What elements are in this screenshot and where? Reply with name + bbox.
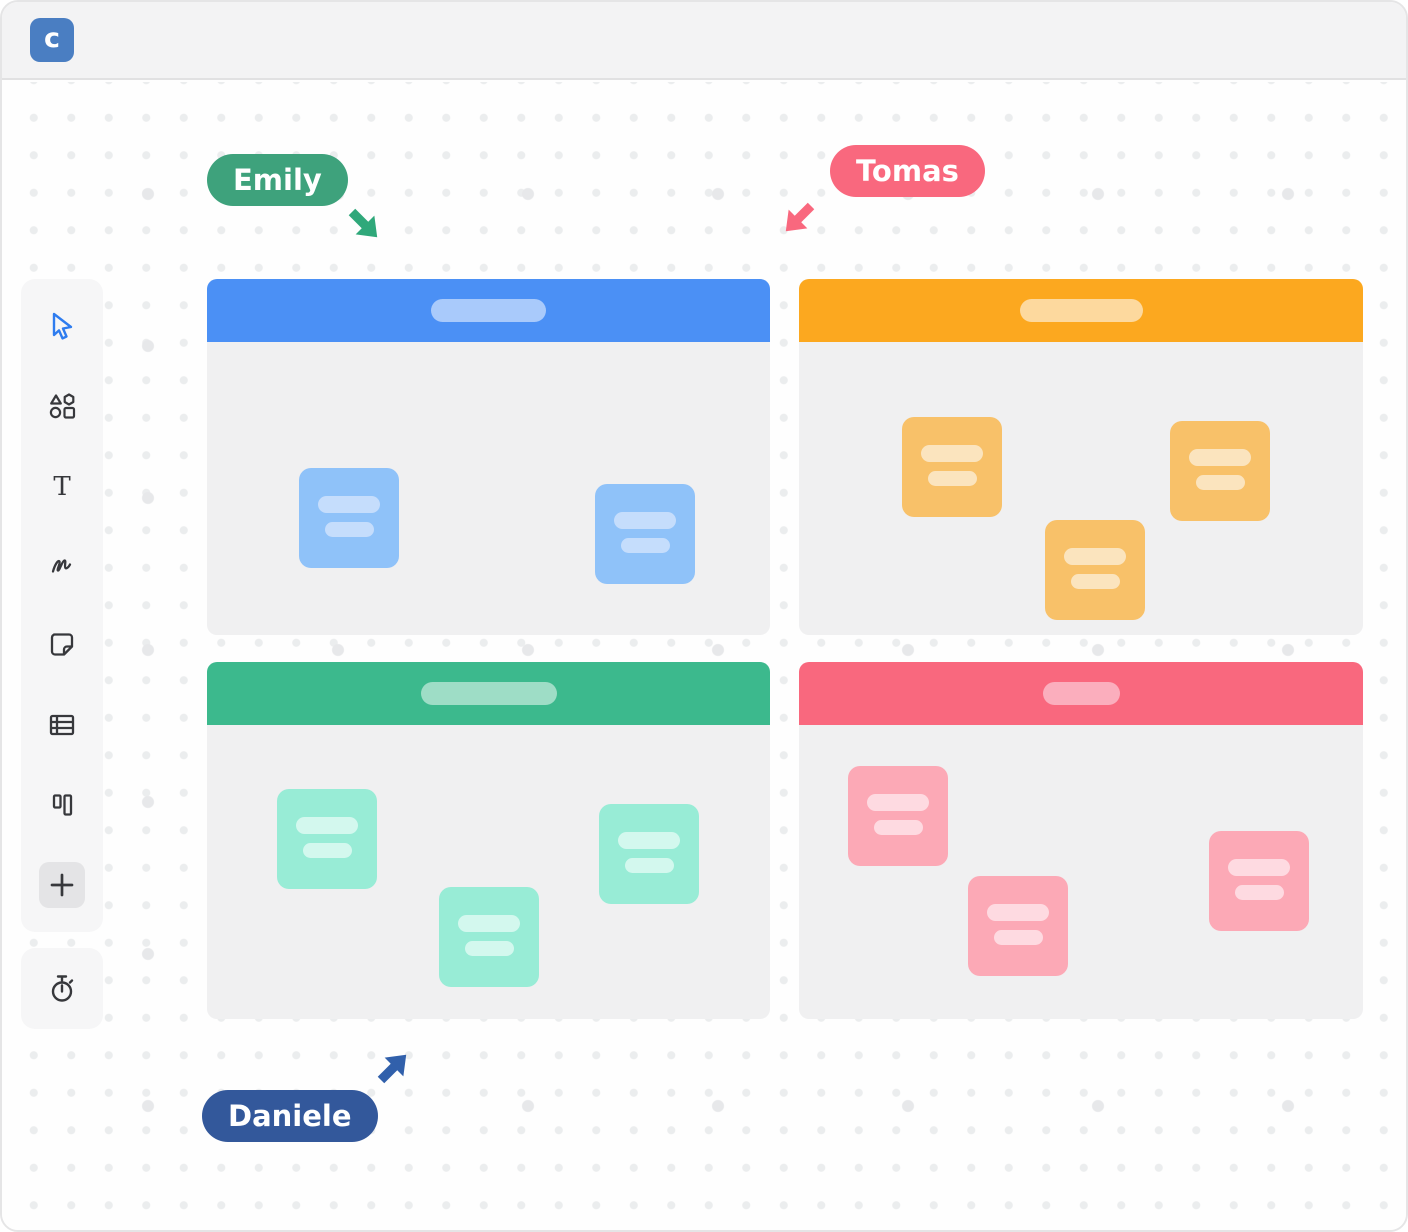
frame-header[interactable] (799, 279, 1363, 342)
frame-orange (799, 279, 1363, 635)
tool-text[interactable]: T (39, 463, 85, 509)
table-icon (46, 709, 78, 741)
text-icon: T (46, 470, 78, 502)
tool-select[interactable] (39, 303, 85, 349)
tool-pen[interactable] (39, 543, 85, 589)
shapes-icon (46, 390, 78, 422)
frame-header[interactable] (207, 279, 770, 342)
sticky-note[interactable] (595, 484, 695, 584)
tool-table[interactable] (39, 702, 85, 748)
frame-body (799, 342, 1363, 635)
frame-blue (207, 279, 770, 635)
tool-kanban[interactable] (39, 782, 85, 828)
frame-body (207, 725, 770, 1019)
frame-green (207, 662, 770, 1019)
collaborator-cursor-arrow (785, 202, 815, 232)
tool-sticky-note[interactable] (39, 622, 85, 668)
stopwatch-icon (45, 972, 79, 1006)
app-logo[interactable]: c (30, 18, 74, 62)
frame-title-placeholder (1042, 682, 1120, 705)
collaborator-cursor-arrow (377, 1054, 407, 1084)
top-bar: c (2, 2, 1406, 80)
timer-panel (21, 948, 103, 1029)
pen-icon (46, 550, 78, 582)
collaborator-label: Tomas (830, 145, 985, 197)
frame-pink (799, 662, 1363, 1019)
frame-body (799, 725, 1363, 1019)
sticky-note[interactable] (299, 468, 399, 568)
frame-header[interactable] (207, 662, 770, 725)
sticky-note[interactable] (848, 766, 948, 866)
frame-header[interactable] (799, 662, 1363, 725)
sticky-note[interactable] (439, 887, 539, 987)
frame-body (207, 342, 770, 635)
sticky-note[interactable] (1045, 520, 1145, 620)
plus-icon (46, 869, 78, 901)
sticky-note-icon (46, 629, 78, 661)
collaborator-label: Daniele (202, 1090, 378, 1142)
tool-shapes[interactable] (39, 383, 85, 429)
sticky-note[interactable] (968, 876, 1068, 976)
board-canvas[interactable]: T (2, 82, 1406, 1230)
frame-title-placeholder (1019, 299, 1143, 322)
frame-title-placeholder (431, 299, 546, 322)
sticky-note[interactable] (1209, 831, 1309, 931)
sticky-note[interactable] (599, 804, 699, 904)
timer-button[interactable] (39, 966, 85, 1012)
sticky-note[interactable] (1170, 421, 1270, 521)
collaborator-label: Emily (207, 154, 348, 206)
cursor-icon (46, 310, 78, 342)
sticky-note[interactable] (902, 417, 1002, 517)
add-tool-button[interactable] (39, 861, 85, 908)
kanban-icon (46, 789, 78, 821)
svg-text:T: T (53, 472, 71, 502)
collaborator-cursor-arrow (348, 208, 378, 238)
app-logo-letter: c (43, 23, 60, 54)
tool-panel: T (21, 279, 103, 932)
frame-title-placeholder (420, 682, 557, 705)
sticky-note[interactable] (277, 789, 377, 889)
